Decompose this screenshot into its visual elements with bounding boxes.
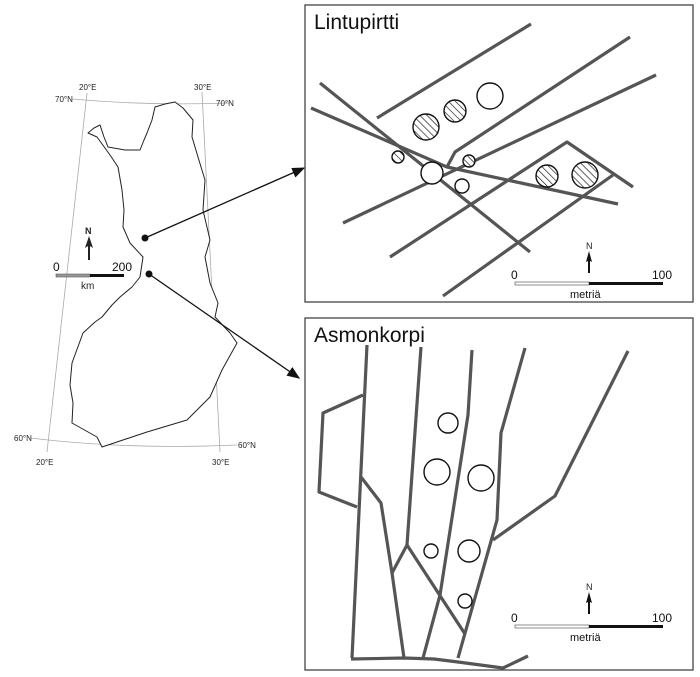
label-60n-right: 60°N: [238, 441, 256, 450]
tree-hatched: [391, 150, 405, 164]
panel-title: Asmonkorpi: [314, 324, 425, 347]
label-20e-bottom: 20°E: [36, 458, 53, 467]
tree-open: [454, 178, 470, 194]
tree-open: [457, 539, 481, 563]
tree-hatched: [443, 99, 467, 123]
north-arrow: N: [586, 241, 593, 273]
north-label: N: [586, 241, 593, 251]
label-30e-top: 30°E: [194, 83, 211, 92]
tree-open: [423, 543, 439, 559]
tree-open: [423, 458, 451, 486]
meridian-20e: [46, 92, 88, 453]
label-20e-top: 20°E: [79, 83, 96, 92]
tree-open: [457, 593, 473, 609]
label-30e-bottom: 30°E: [212, 458, 229, 467]
north-arrow: N: [85, 226, 93, 260]
tree-hatched: [535, 164, 559, 188]
north-label: N: [85, 226, 92, 236]
tree-open: [467, 464, 495, 492]
scale-bar-metres: 0 100 metriä: [511, 611, 672, 644]
tree-open: [420, 161, 444, 185]
finland-outline: [69, 101, 238, 448]
scale-end: 100: [652, 268, 672, 282]
tree-hatched: [571, 161, 599, 189]
scale-bar-metres: 0 100 metriä: [511, 268, 672, 301]
tree-open: [476, 82, 504, 110]
panel-title: Lintupirtti: [314, 11, 399, 34]
parallel-60n: [29, 437, 238, 447]
scale-unit: metriä: [570, 289, 601, 301]
label-70n-right: 70°N: [216, 99, 234, 108]
north-label: N: [586, 582, 593, 592]
scale-bar-km: 0 200 km: [53, 260, 132, 292]
scale-start: 0: [511, 268, 518, 282]
scale-start: 0: [511, 611, 518, 625]
panel-lintupirtti: Lintupirtti N 0 100 metriä: [304, 4, 694, 303]
parallel-70n: [71, 98, 231, 105]
scale-unit: km: [81, 281, 94, 292]
pointer-arrow-asmonkorpi: [148, 273, 301, 379]
tree-open: [437, 412, 459, 434]
tree-hatched: [462, 154, 476, 168]
scale-start: 0: [53, 260, 60, 274]
label-70n-left: 70°N: [55, 95, 73, 104]
scale-end: 200: [112, 260, 132, 274]
overview-map: 70°N 70°N 60°N 60°N 20°E 30°E 20°E 30°E …: [14, 83, 306, 467]
scale-unit: metriä: [570, 632, 601, 644]
north-arrow: N: [586, 582, 593, 614]
scale-end: 100: [652, 611, 672, 625]
meridian-30e: [201, 91, 221, 453]
label-60n-left: 60°N: [14, 434, 32, 443]
tree-hatched: [412, 113, 440, 141]
pointer-arrow-lintupirtti: [144, 167, 306, 239]
panel-asmonkorpi: Asmonkorpi N 0 100 metriä: [304, 317, 694, 671]
